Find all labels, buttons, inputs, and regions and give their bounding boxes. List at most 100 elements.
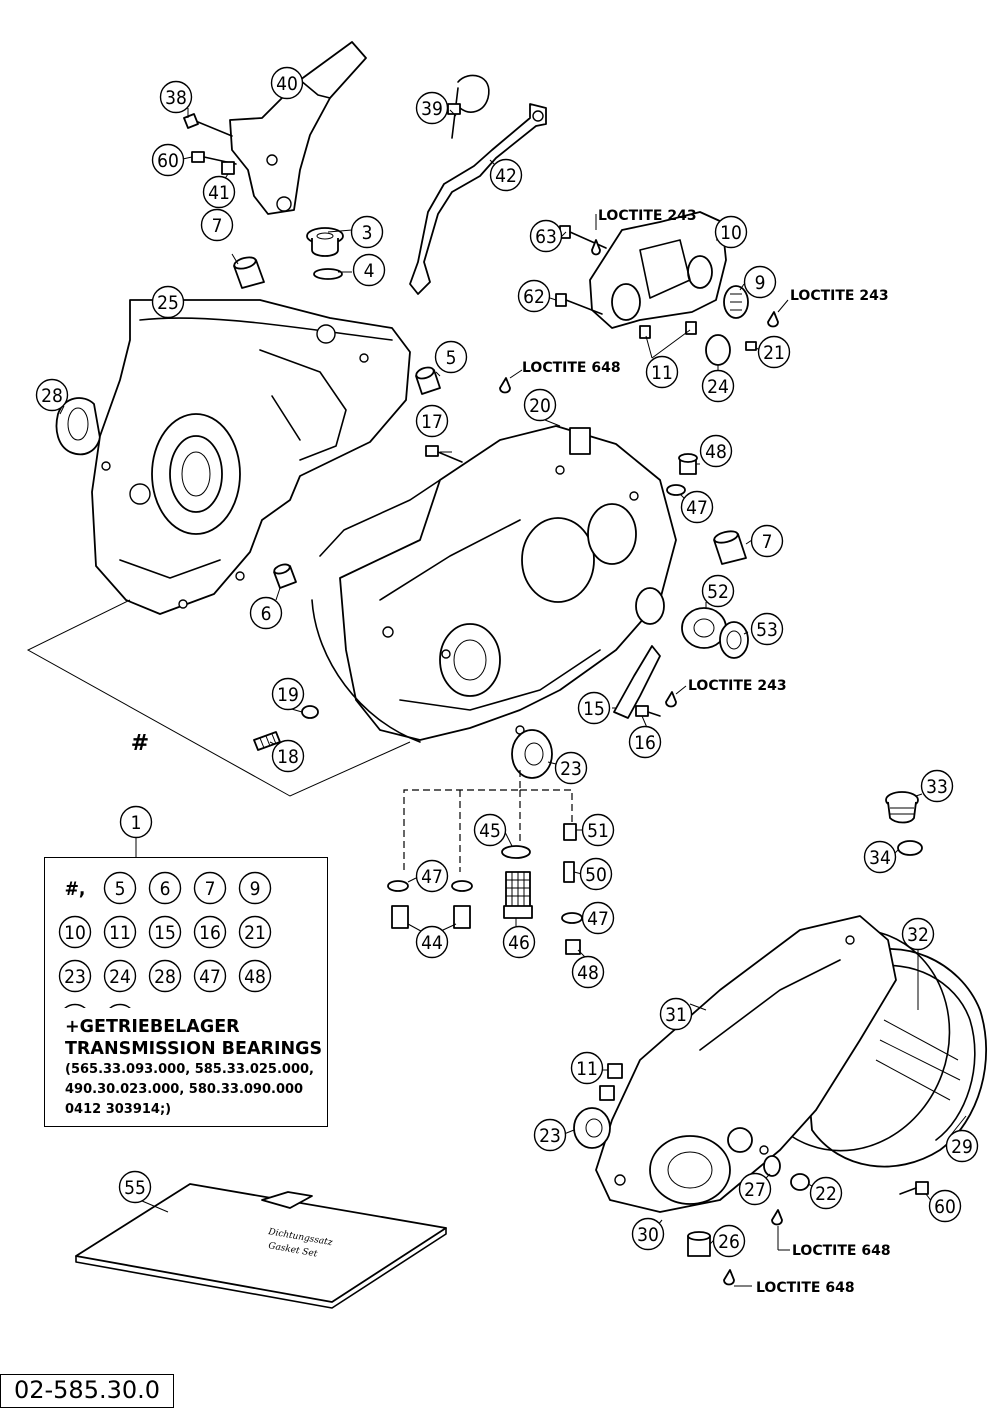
- bush-part-7-right: [713, 530, 747, 565]
- dashed-assembly-lines: [403, 770, 573, 872]
- kit-item-label: 48: [244, 966, 266, 988]
- callout-circle: [415, 91, 449, 125]
- callout-label: 9: [755, 272, 766, 294]
- loctite-note-6: LOCTITE 648: [723, 1269, 855, 1296]
- strainer-part-46: [503, 871, 533, 919]
- callout-label: 25: [157, 292, 179, 314]
- callout-label: 50: [585, 864, 607, 886]
- bearing-part-9: [723, 285, 749, 319]
- callout-53: 53: [750, 612, 784, 646]
- callout-label: 44: [421, 932, 443, 954]
- kit-item-14: 48: [238, 959, 272, 993]
- kit-item-label: 5: [115, 878, 126, 900]
- callout-circle: [159, 80, 193, 114]
- loctite-note-4: LOCTITE 243: [665, 678, 787, 708]
- kit-item-circle: [58, 915, 92, 949]
- callout-label: 17: [421, 411, 443, 433]
- kit-part-numbers-line-2: 490.30.023.000, 580.33.090.000: [65, 1082, 304, 1097]
- screw-part-60-top: [191, 151, 237, 175]
- callout-label: 11: [651, 362, 673, 384]
- callout-62: 62: [517, 279, 551, 313]
- callout-20: 20: [523, 388, 557, 422]
- kit-item-2: 6: [148, 871, 182, 905]
- kit-item-circle: [148, 915, 182, 949]
- callout-label: 51: [587, 820, 609, 842]
- callout-circle: [659, 997, 693, 1031]
- callout-label: 21: [763, 342, 785, 364]
- dowel-part-51: [563, 823, 577, 841]
- kit-part-numbers: (565.33.093.000, 585.33.025.000, 490.30.…: [65, 1060, 314, 1120]
- washer-part-47-left-a: [387, 880, 409, 892]
- callout-circle: [750, 524, 784, 558]
- callout-circle: [202, 175, 236, 209]
- oring-part-34: [897, 840, 923, 856]
- callout-9: 9: [743, 265, 777, 299]
- callout-47: 47: [680, 490, 714, 524]
- kit-item-circle: [238, 915, 272, 949]
- callout-22: 22: [809, 1176, 843, 1210]
- callout-label: 42: [495, 165, 517, 187]
- kit-item-11: 24: [103, 959, 137, 993]
- spring-part-50: [563, 861, 575, 883]
- callout-17: 17: [415, 404, 449, 438]
- callout-21: 21: [757, 335, 791, 369]
- bush-part-5: [415, 366, 441, 395]
- loctite-note-2: LOCTITE 243: [767, 288, 889, 328]
- callout-label: 63: [535, 226, 557, 248]
- callout-41: 41: [202, 175, 236, 209]
- callout-19: 19: [271, 677, 305, 711]
- kit-item-circle: [193, 871, 227, 905]
- callout-circle: [554, 751, 588, 785]
- callout-circle: [151, 143, 185, 177]
- callout-circle: [473, 813, 507, 847]
- callout-33: 33: [920, 769, 954, 803]
- kit-item-circle: [193, 915, 227, 949]
- callout-label: 62: [523, 286, 545, 308]
- dowel-part-11: [639, 321, 697, 339]
- callout-label: 7: [212, 215, 223, 237]
- callout-circle: [502, 925, 536, 959]
- screw-part-60-lower: [899, 1181, 929, 1195]
- callout-circle: [570, 1051, 604, 1085]
- callout-circle: [271, 739, 305, 773]
- kit-item-label: 47: [199, 966, 221, 988]
- kit-callout-circle: [119, 805, 153, 839]
- kit-item-10: 23: [58, 959, 92, 993]
- callout-label: 38: [165, 87, 187, 109]
- callout-circle: [517, 279, 551, 313]
- callout-label: 53: [756, 619, 778, 641]
- oring-part-4: [313, 268, 343, 280]
- dowel-part-11-lower-b: [599, 1085, 615, 1101]
- callout-circle: [863, 840, 897, 874]
- kit-item-circle: [148, 959, 182, 993]
- callout-7: 7: [750, 524, 784, 558]
- callout-circle: [738, 1172, 772, 1206]
- callout-circle: [489, 158, 523, 192]
- callout-label: 47: [686, 497, 708, 519]
- callout-47: 47: [581, 901, 615, 935]
- callout-label: 6: [261, 603, 272, 625]
- kit-bracket-lines: [26, 599, 411, 797]
- callout-label: 47: [421, 866, 443, 888]
- callout-label: 5: [446, 347, 457, 369]
- kit-item-label: 7: [205, 878, 216, 900]
- callout-label: 40: [276, 73, 298, 95]
- callout-label: 18: [277, 746, 299, 768]
- kit-item-12: 28: [148, 959, 182, 993]
- loctite-note-3: LOCTITE 648: [499, 360, 621, 394]
- kit-item-16: 51: [109, 1003, 131, 1008]
- callout-6: 6: [249, 596, 283, 630]
- callout-circle: [415, 404, 449, 438]
- callout-label: 33: [926, 776, 948, 798]
- loctite-label-6: LOCTITE 648: [756, 1280, 855, 1296]
- gasket-set-part-55: Dichtungssatz Gasket Set: [75, 1183, 447, 1309]
- screw-part-21: [745, 341, 757, 351]
- kit-title: +GETRIEBELAGER TRANSMISSION BEARINGS: [65, 1016, 322, 1060]
- callout-52: 52: [701, 574, 735, 608]
- oring-part-22: [790, 1173, 810, 1191]
- callout-label: 26: [718, 1231, 740, 1253]
- kit-contents-box: #,5679101115162123242847485051 +GETRIEBE…: [44, 857, 328, 1127]
- kit-item-9: 21: [238, 915, 272, 949]
- callout-label: 23: [539, 1125, 561, 1147]
- callout-18: 18: [271, 739, 305, 773]
